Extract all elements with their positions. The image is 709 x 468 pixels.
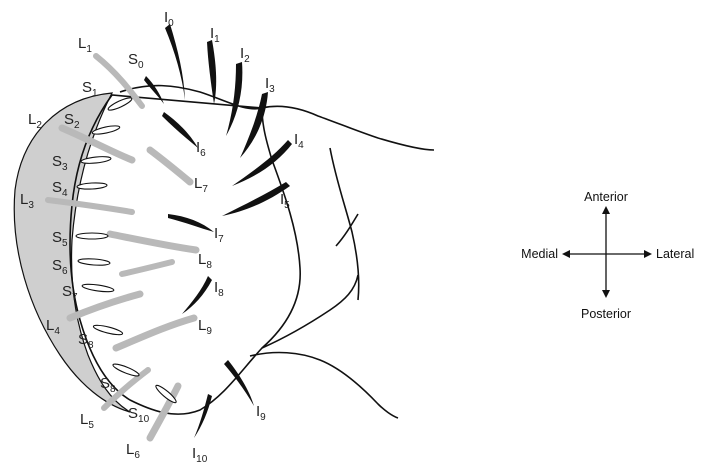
label-i2: I2 [240,45,250,65]
marker-s5 [76,233,108,239]
orientation-compass: Anterior Posterior Medial Lateral [521,190,694,321]
marker-s7 [82,283,115,293]
label-i6: I6 [196,139,206,159]
arrow-up-icon [602,206,610,214]
label-s0: S0 [128,51,144,71]
i-labels: I0 I1 I2 I3 I4 I5 I6 I7 I8 I9 I10 [164,9,304,465]
label-i8: I8 [214,279,224,299]
arrow-down-icon [602,290,610,298]
label-l9: L9 [198,317,212,337]
marker-s9 [112,362,140,378]
structure-i6 [162,112,198,148]
label-i3: I3 [265,75,275,95]
lower-right-contour [250,148,398,418]
label-l6: L6 [126,441,140,461]
label-i10: I10 [192,445,208,465]
shaded-crescent [14,93,130,412]
structure-l8 [110,234,196,250]
compass-medial-label: Medial [521,247,558,261]
label-l7: L7 [194,175,208,195]
structure-l4 [70,294,140,318]
structure-i8 [182,276,212,314]
label-i7: I7 [214,225,224,245]
label-i0: I0 [164,9,174,29]
structure-i10 [194,394,212,438]
marker-s1 [107,96,133,112]
label-i9: I9 [256,403,266,423]
compass-anterior-label: Anterior [584,190,628,204]
compass-lateral-label: Lateral [656,247,694,261]
structure-i9 [224,360,254,406]
compass-posterior-label: Posterior [581,307,631,321]
structure-l-extra-1 [122,262,172,274]
structure-l7 [150,150,190,182]
arrow-right-icon [644,250,652,258]
structure-i4 [232,140,292,186]
structure-l9 [116,318,194,348]
structure-i7 [168,214,214,232]
label-l8: L8 [198,251,212,271]
label-i4: I4 [294,131,304,151]
label-l1: L1 [78,35,92,55]
label-s1: S1 [82,79,98,99]
label-l5: L5 [80,411,94,431]
structure-s0 [144,76,164,104]
marker-s4 [77,182,107,190]
structure-i2 [226,62,242,136]
arrow-left-icon [562,250,570,258]
marker-s6 [78,258,110,266]
label-l2: L2 [28,111,42,131]
marker-s8 [93,323,124,336]
label-i5: I5 [280,191,290,211]
